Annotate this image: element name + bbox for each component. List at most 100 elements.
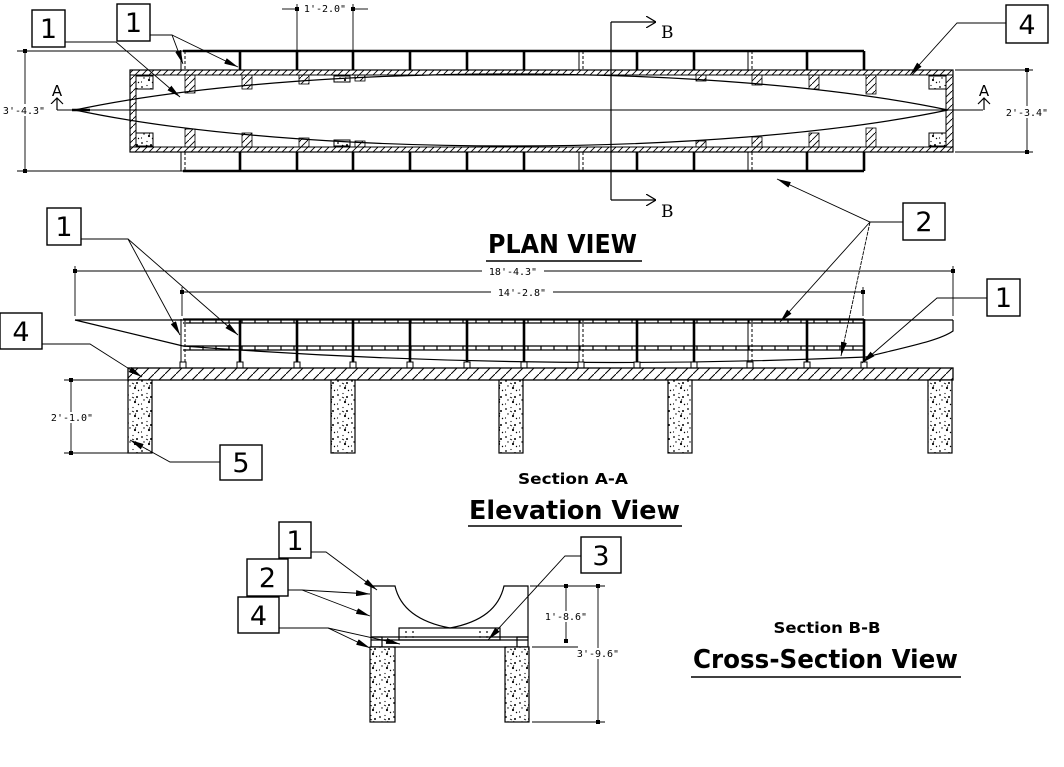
plan-view: A A B B 3'-4.3" 2'-3.4" <box>0 3 1054 357</box>
section-arrow-up-icon <box>50 97 64 110</box>
callout-number: 4 <box>250 601 267 632</box>
callout-number: 1 <box>995 283 1012 314</box>
plan-gusset-block <box>354 140 366 148</box>
plan-view-title: PLAN VIEW <box>488 230 637 260</box>
leader-arrow-icon <box>279 627 371 649</box>
leader-arrow-icon <box>909 22 1006 76</box>
cross-section-view: 1'-8.6" 3'-9.6" 1 2 4 3 <box>237 521 961 724</box>
elevation-section-label: Section A-A <box>518 470 628 488</box>
plan-gusset-block <box>241 132 253 148</box>
plan-gusset-block <box>808 74 820 90</box>
plan-base-outline <box>129 69 954 153</box>
dim-text: 1'-2.0" <box>304 4 346 15</box>
dim-total-height: 3'-9.6" <box>532 584 627 724</box>
plan-gusset-block <box>808 132 820 148</box>
elev-post-foot <box>746 361 754 369</box>
callout-number: 4 <box>1018 10 1035 41</box>
xs-cradle-bar <box>398 627 501 641</box>
dim-pile-height: 2'-1.0" <box>44 378 128 455</box>
leader-arrow-icon <box>311 551 378 591</box>
plan-pile-cap-icon <box>928 75 947 90</box>
xs-frame-cradle <box>370 585 529 638</box>
dim-text: 3'-4.3" <box>3 106 45 117</box>
elev-piles <box>127 379 953 454</box>
dim-base-width: 2'-3.4" <box>955 68 1054 154</box>
plan-gusset-block <box>751 136 763 148</box>
xs-base-foot-right <box>516 636 529 648</box>
plan-frame-posts <box>180 51 877 171</box>
section-a-letter: A <box>52 82 63 100</box>
callout-xs-cradle-bar: 3 <box>487 536 622 641</box>
plan-gusset-block <box>298 74 310 85</box>
callout-plan-inner-left: 1 <box>116 3 239 68</box>
plan-pile-cap-icon <box>135 75 154 90</box>
elev-concrete-pile <box>667 379 693 454</box>
elev-hull-stern <box>865 320 954 358</box>
dim-overall-width: 3'-4.3" <box>0 49 183 173</box>
elev-post-foot <box>463 361 471 369</box>
plan-base-right-wall <box>945 74 954 148</box>
elev-post-foot <box>633 361 641 369</box>
callout-number: 2 <box>915 207 932 238</box>
dim-text: 2'-1.0" <box>51 413 93 424</box>
callout-number: 2 <box>259 563 276 594</box>
plan-pile-cap-icon <box>928 132 947 147</box>
callout-elev-frame-right: 1 <box>861 278 1021 364</box>
elev-deck <box>127 367 954 381</box>
dim-text: 2'-3.4" <box>1006 108 1048 119</box>
dim-text: 18'-4.3" <box>489 267 537 278</box>
elevation-view: 18'-4.3" 14'-2.8" 2' <box>0 207 1021 527</box>
plan-gusset-block <box>695 140 707 148</box>
dim-text: 3'-9.6" <box>577 649 619 660</box>
elevation-view-title: Elevation View <box>469 496 680 526</box>
elev-concrete-pile <box>330 379 356 454</box>
leader-arrow-icon <box>127 238 239 336</box>
plan-gusset-block <box>184 74 196 94</box>
callout-xs-frame: 1 <box>278 521 378 591</box>
elev-post-foot <box>860 361 868 369</box>
plan-hull-top-edge <box>74 73 949 111</box>
leader-arrow-icon <box>327 627 401 645</box>
elev-post-foot <box>179 361 187 369</box>
xs-bolt-holes <box>405 631 488 638</box>
callout-elev-pile: 5 <box>129 439 263 481</box>
elev-post-foot <box>520 361 528 369</box>
plan-hull-bottom-edge <box>74 109 949 147</box>
leader-arrow-icon <box>65 41 181 98</box>
leader-arrow-icon <box>129 439 220 463</box>
elev-concrete-pile <box>927 379 953 454</box>
plan-gusset-block <box>865 74 877 95</box>
plan-gusset-block <box>695 74 707 82</box>
section-b-cut-line: B B <box>610 22 674 222</box>
leader-arrow-icon <box>288 589 371 597</box>
leader-arrow-icon <box>776 178 903 223</box>
leader-arrow-icon <box>301 589 371 617</box>
elev-concrete-pile <box>498 379 524 454</box>
dim-text: 14'-2.8" <box>498 288 546 299</box>
plan-base <box>129 69 954 153</box>
xs-pile-right <box>504 646 530 723</box>
dim-frame-spacing: 1'-2.0" <box>282 4 368 51</box>
plan-base-top-hatch <box>129 69 954 76</box>
plan-pile-cap-icon <box>333 139 351 147</box>
callout-number: 1 <box>125 8 142 39</box>
plan-gusset-block <box>751 74 763 86</box>
leader-arrow-icon <box>150 34 184 65</box>
leader-arrow-icon <box>779 221 871 323</box>
section-b-letter: B <box>661 23 674 43</box>
leader-arrow-icon <box>171 34 239 68</box>
callout-elev-deck-left: 4 <box>0 312 143 378</box>
elev-post-foot <box>406 361 414 369</box>
cross-section-label: Section B-B <box>774 619 881 637</box>
elev-post-foot <box>293 361 301 369</box>
dim-overall-length: 18'-4.3" <box>73 266 955 316</box>
dim-text: 1'-8.6" <box>545 612 587 623</box>
leader-arrow-icon <box>42 343 143 378</box>
plan-base-bottom-hatch <box>129 146 954 153</box>
leader-arrow-icon <box>840 221 871 357</box>
section-b-letter: B <box>661 202 674 222</box>
elev-post-foot <box>349 361 357 369</box>
section-a-marker-left: A <box>50 82 64 110</box>
elev-concrete-pile <box>127 379 153 454</box>
